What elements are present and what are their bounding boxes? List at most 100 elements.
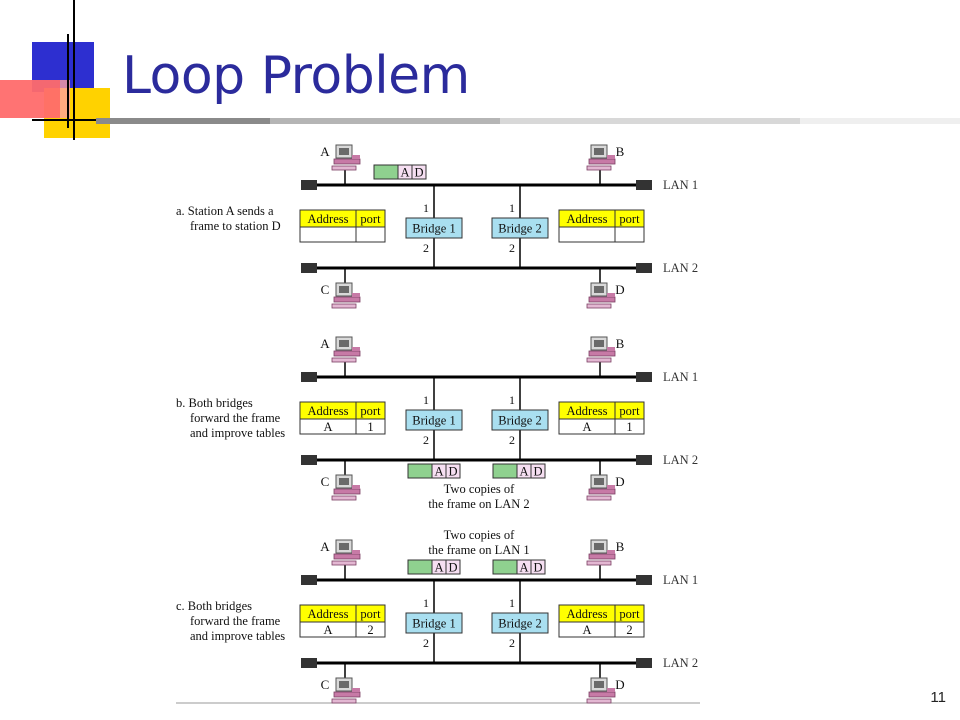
table-header-address: Address (308, 404, 349, 418)
lan-terminator-icon (636, 180, 652, 190)
bridge-port-1-label: 1 (509, 201, 515, 215)
table-header-address: Address (567, 212, 608, 226)
frame-dst-label: D (414, 166, 423, 180)
panel-caption-line: and improve tables (190, 426, 285, 440)
bridge-2-label: Bridge 2 (498, 414, 541, 428)
slide-title: Loop Problem (122, 46, 470, 106)
lan-terminator-icon (301, 575, 317, 585)
note-lan1-line: the frame on LAN 1 (428, 543, 529, 557)
lan-terminator-icon (301, 372, 317, 382)
computer-icon (331, 336, 361, 363)
address-table-left: Address port (299, 209, 386, 243)
bridge-1-label: Bridge 1 (412, 414, 455, 428)
bridge-port-1-label: 1 (509, 393, 515, 407)
computer-icon (586, 677, 616, 704)
computer-icon (586, 336, 616, 363)
bridge-1-label: Bridge 1 (412, 617, 455, 631)
slide-corner-logo (0, 0, 120, 140)
table-cell-port: 2 (626, 623, 632, 637)
table-cell-port: 2 (367, 623, 373, 637)
station-a-label: A (320, 144, 330, 159)
frame-dst-label: D (533, 465, 542, 479)
frame-dst-label: D (533, 561, 542, 575)
panel-caption-line: frame to station D (190, 219, 281, 233)
table-header-address: Address (308, 607, 349, 621)
station-c-label: C (321, 677, 330, 692)
table-cell-port: 1 (367, 420, 373, 434)
table-header-port: port (619, 607, 640, 621)
table-cell-address: A (582, 623, 591, 637)
lan-terminator-icon (301, 658, 317, 668)
lan-terminator-icon (636, 372, 652, 382)
bridge-2: Bridge 2 (491, 217, 549, 239)
page-number: 11 (930, 689, 946, 706)
bridge-port-2-label: 2 (509, 433, 515, 447)
computer-icon (331, 474, 361, 501)
frame-src-label: A (434, 561, 443, 575)
bridge-port-2-label: 2 (423, 636, 429, 650)
lan-1-label: LAN 1 (663, 370, 698, 384)
station-d-label: D (615, 282, 624, 297)
computer-icon (586, 539, 616, 566)
computer-icon (331, 677, 361, 704)
bridge-port-2-label: 2 (509, 636, 515, 650)
frame-dst-label: D (448, 561, 457, 575)
panel-caption-line: forward the frame (190, 614, 281, 628)
bridge-1-label: Bridge 1 (412, 222, 455, 236)
frame-dst-label: D (448, 465, 457, 479)
title-underline (96, 118, 960, 124)
frame-src-label: A (519, 561, 528, 575)
panel-caption-line: forward the frame (190, 411, 281, 425)
lan-terminator-icon (301, 455, 317, 465)
bridge-1: Bridge 1 (405, 409, 463, 431)
lan-1-label: LAN 1 (663, 178, 698, 192)
lan-2-label: LAN 2 (663, 261, 698, 275)
lan-2-label: LAN 2 (663, 656, 698, 670)
table-cell-address: A (323, 623, 332, 637)
bridge-port-2-label: 2 (423, 241, 429, 255)
table-cell-port: 1 (626, 420, 632, 434)
computer-icon (586, 474, 616, 501)
station-c-label: C (321, 282, 330, 297)
panel-caption-line: b. Both bridges (176, 396, 253, 410)
station-c-label: C (321, 474, 330, 489)
table-header-port: port (360, 212, 381, 226)
bridge-2-label: Bridge 2 (498, 617, 541, 631)
table-cell-address: A (323, 420, 332, 434)
station-b-label: B (616, 336, 625, 351)
computer-icon (331, 539, 361, 566)
note-lan1-line: Two copies of (444, 528, 515, 542)
station-b-label: B (616, 144, 625, 159)
station-d-label: D (615, 474, 624, 489)
bridge-port-1-label: 1 (423, 596, 429, 610)
bridge-2: Bridge 2 (491, 612, 549, 634)
computer-icon (331, 144, 361, 171)
station-b-label: B (616, 539, 625, 554)
computer-icon (586, 282, 616, 309)
bridge-port-1-label: 1 (423, 201, 429, 215)
lan-2-label: LAN 2 (663, 453, 698, 467)
station-a-label: A (320, 539, 330, 554)
lan-terminator-icon (636, 263, 652, 273)
bridge-port-2-label: 2 (509, 241, 515, 255)
bridge-2-label: Bridge 2 (498, 222, 541, 236)
panel-a: LAN 1 LAN 2 A B C D Bridge 1 1 2 Bridge 2 1 2 Addres… (176, 144, 698, 309)
frame-src-label: A (519, 465, 528, 479)
note-lan2-line: Two copies of (444, 482, 515, 496)
lan-terminator-icon (636, 455, 652, 465)
panel-caption-line: a. Station A sends a (176, 204, 274, 218)
bridge-2: Bridge 2 (491, 409, 549, 431)
bridge-1: Bridge 1 (405, 217, 463, 239)
table-header-address: Address (308, 212, 349, 226)
station-d-label: D (615, 677, 624, 692)
